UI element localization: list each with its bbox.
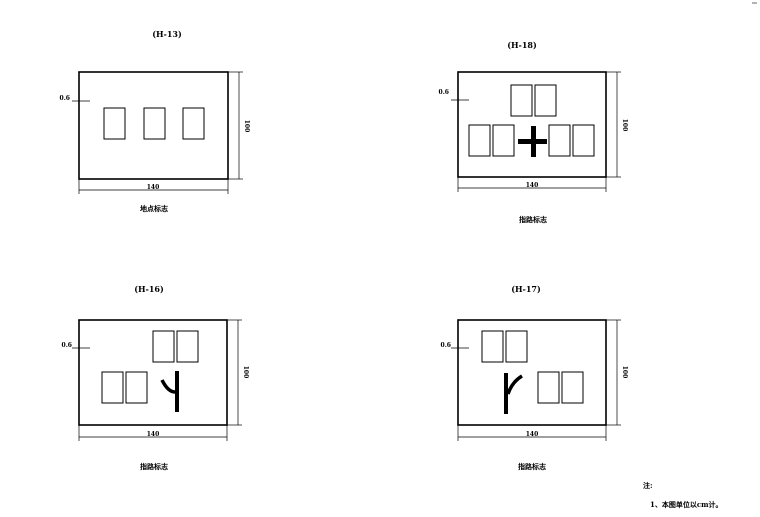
sign-h18-caption: 指路标志 [519,215,547,224]
sign-h13 [72,71,243,194]
sign-h16-code: (H-16) [134,284,164,294]
sign-h16-margin-dim: 0.6 [62,342,72,349]
sign-h18-crossroad-symbol [518,126,547,157]
sign-h13-box-3 [182,107,205,140]
sign-h17-box-1 [481,330,504,363]
sign-h18-box-3 [468,124,491,157]
sign-h17-box-2 [505,330,528,363]
sign-h13-box-1 [103,107,126,140]
sign-h18-width-dim: 140 [526,182,539,189]
sign-h17-box-3 [537,371,560,404]
sign-h16-width-dim: 140 [147,431,160,438]
sign-h16-box-1 [152,330,175,363]
sign-h16-caption: 指路标志 [140,462,168,471]
sign-h18-box-1 [510,84,533,117]
sign-h17-width-dim: 140 [526,431,539,438]
sign-h18-box-6 [572,124,595,157]
sign-h18-box-2 [534,84,557,117]
notes-item-1: 1、本图单位以cm计。 [650,500,723,509]
sign-h18-code: (H-18) [507,40,537,50]
sign-h17-code: (H-17) [511,284,541,294]
sign-h13-code: (H-13) [152,29,182,39]
sign-h18-margin-dim: 0.6 [439,89,449,96]
sign-h16-height-dim: 100 [242,366,249,379]
sign-h16-box-2 [176,330,199,363]
sign-h13-margin-dim: 0.6 [60,95,70,102]
sign-h18 [451,71,621,192]
sign-h16-box-3 [101,371,124,404]
notes-title: 注: [643,481,653,490]
sign-h13-box-2 [143,107,166,140]
sign-h17-box-4 [561,371,584,404]
sign-h13-caption: 地点标志 [140,204,168,213]
sign-h16 [72,319,242,441]
sign-h13-width-dim: 140 [147,184,160,191]
sign-h17-height-dim: 100 [621,366,628,379]
sign-h17-board [457,319,607,426]
sign-h18-board [457,71,607,178]
sign-h13-height-dim: 100 [243,120,250,133]
sign-h17-caption: 指路标志 [518,462,546,471]
sign-h18-box-4 [492,124,515,157]
sign-h16-branch-right-symbol [160,371,179,412]
sign-h16-box-4 [125,371,148,404]
sign-h17-margin-dim: 0.6 [441,342,451,349]
sign-h17 [451,319,621,441]
sign-h18-height-dim: 100 [621,119,628,132]
sign-h16-board [78,319,228,426]
sign-h13-board [78,71,229,180]
sign-h18-box-5 [548,124,571,157]
sign-h17-branch-left-symbol [504,373,523,414]
